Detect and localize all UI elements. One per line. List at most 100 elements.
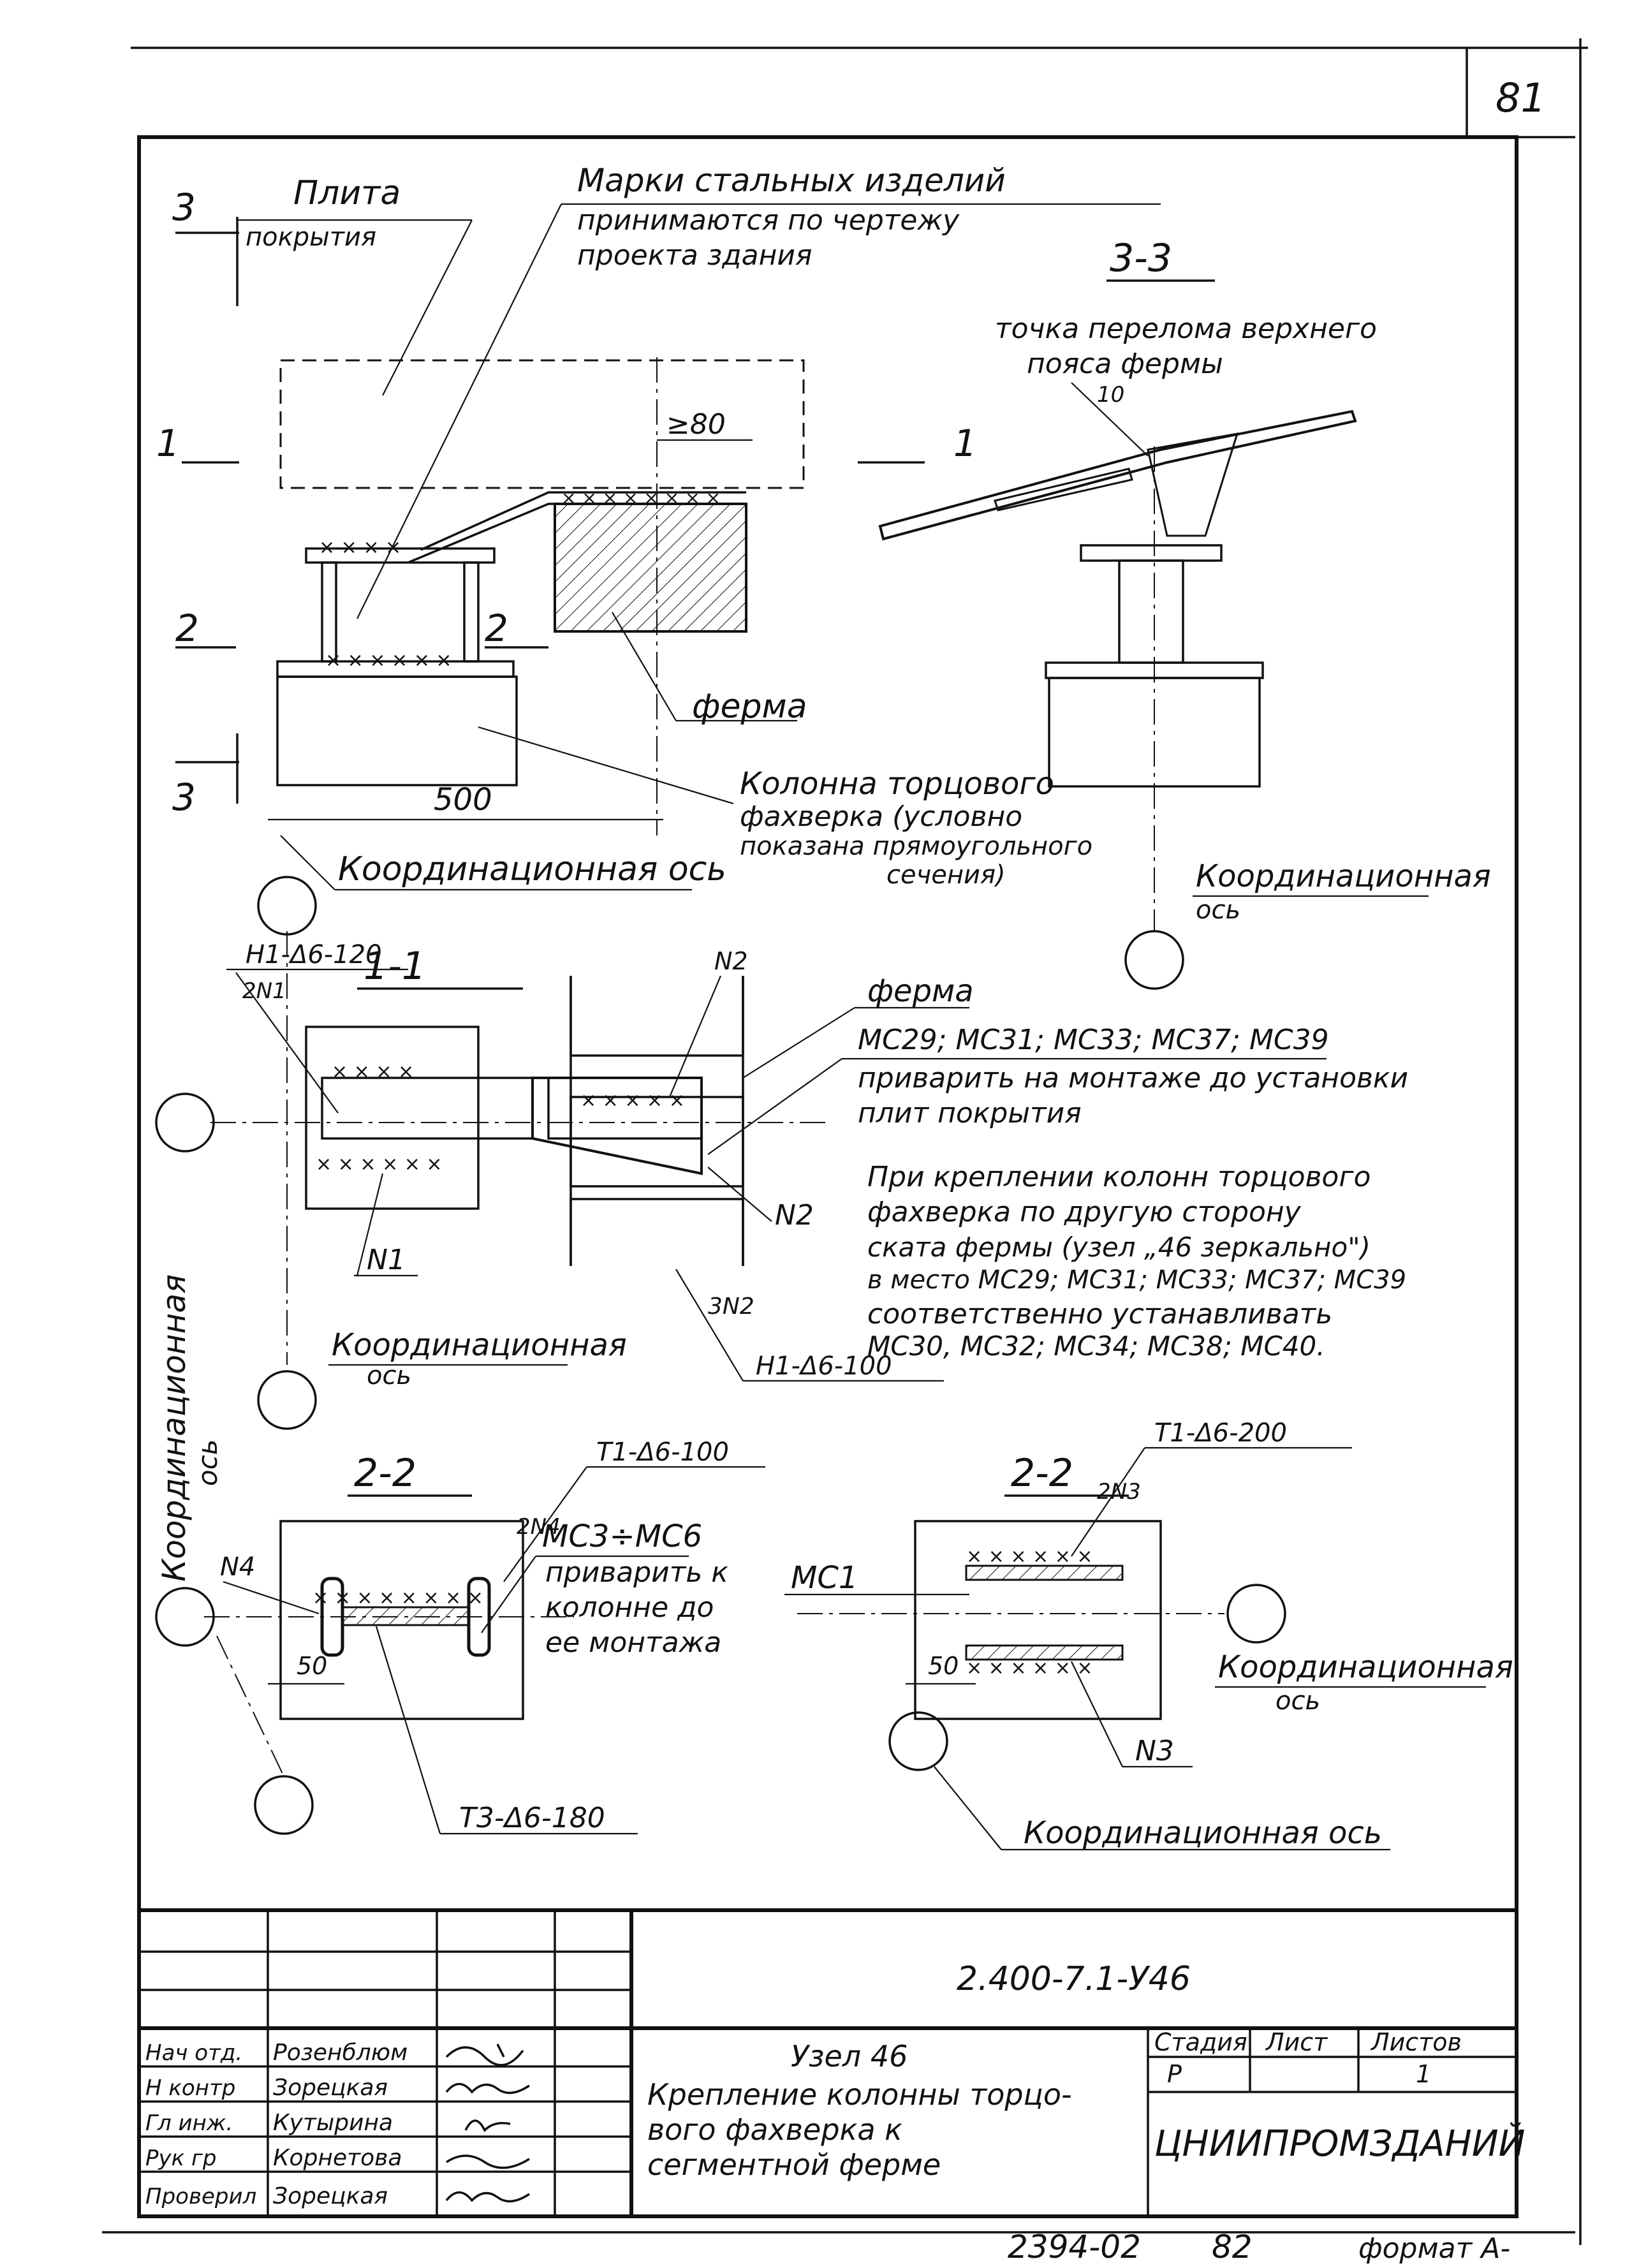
plate-leader-2	[382, 219, 473, 396]
weld-h1-100: Н1-Δ6-100	[756, 1351, 892, 1381]
mirror-note-5: соответственно устанавливать	[867, 1298, 1332, 1330]
elevation-view: × × × × × × × × × × × × × × × × × × ≥80 …	[156, 162, 1161, 936]
role-5: Проверил	[145, 2184, 256, 2209]
section-3-3: 3-3 точка перелома верхнего пояса фермы …	[878, 236, 1491, 990]
footer-num: 82	[1212, 2228, 1253, 2265]
section-11-left-plate	[305, 1026, 480, 1210]
signature-2	[445, 2082, 530, 2095]
vertical-axis-label-1: Координационная	[156, 1274, 193, 1582]
column-leg-left	[321, 561, 337, 663]
mc-range: МС3÷МС6	[542, 1519, 702, 1554]
section-11-axis-1: Координационная	[332, 1327, 627, 1363]
n4-right: 2N4	[517, 1514, 561, 1540]
section-33-leader	[1071, 382, 1149, 457]
mc-leader	[707, 1058, 842, 1155]
section-22r-title: 2-2	[1011, 1451, 1073, 1496]
section-22l-plate	[279, 1520, 524, 1720]
node-desc-3: сегментной ферме	[647, 2147, 941, 2182]
weld-h1-120: Н1-Δ6-120	[246, 940, 382, 969]
column-label-1: Колонна торцового	[740, 766, 1054, 802]
dim-80: ≥80	[666, 408, 726, 441]
section-11-title: 1-1	[364, 944, 426, 989]
node-desc-1: Крепление колонны торцо-	[647, 2077, 1072, 2112]
weld-t3-leader	[375, 1626, 441, 1834]
sheets-label: Листов	[1370, 2028, 1462, 2056]
mirror-note-1: При креплении колонн торцового	[867, 1161, 1371, 1193]
n2-right: N2	[775, 1199, 814, 1232]
role-3: Гл инж.	[145, 2110, 233, 2136]
plate-label-2: покрытия	[246, 223, 376, 252]
section-22l-title: 2-2	[354, 1451, 416, 1496]
n2-top-leader	[668, 975, 722, 1098]
footer-code: 2394-02	[1008, 2228, 1141, 2265]
weld-marks-1: × × × ×	[319, 536, 401, 559]
signature-4	[446, 2154, 530, 2169]
coord-axis-leader	[280, 835, 335, 890]
signature-5	[445, 2191, 530, 2203]
column-top-plate	[305, 547, 496, 564]
weld-t3: Т3-Δ6-180	[459, 1802, 605, 1834]
n2-right-leader	[707, 1167, 772, 1222]
name-3: Кутырина	[273, 2110, 393, 2136]
cut-2-left: 2	[175, 607, 199, 650]
truss-chord	[878, 409, 1357, 541]
section-2-2-left: 2-2 Т1-Δ6-100 × × × × × × × × N4 2N4 МС3…	[155, 1438, 765, 1835]
axis-bubble-1	[257, 876, 317, 936]
section-11-truss-label: ферма	[867, 973, 974, 1009]
axis-bubble-8	[888, 1711, 948, 1771]
role-4: Рук гр	[145, 2146, 216, 2171]
section-33-note-1: точка перелома верхнего	[995, 313, 1377, 345]
mc1-label: МС1	[791, 1560, 858, 1596]
name-4: Корнетова	[273, 2145, 402, 2171]
col-top-plate-33	[1080, 544, 1223, 562]
mc-line: МС29; МС31; МС33; МС37; МС39	[858, 1024, 1329, 1056]
truss-block	[554, 503, 747, 633]
vertical-axis-label: Координационная ось	[156, 1274, 223, 1582]
sheet-label: Лист	[1265, 2028, 1328, 2056]
cut-1-right: 1	[953, 422, 977, 465]
signature-3	[464, 2119, 511, 2132]
bar-lower	[965, 1644, 1124, 1661]
section-33-axis-2: ось	[1196, 895, 1240, 925]
section-33-dim-10: 10	[1097, 382, 1124, 408]
node-title: Узел 46	[791, 2039, 908, 2073]
weld-marks-2: × × × × × ×	[325, 649, 452, 672]
section-22l-note-1: приварить к	[545, 1556, 728, 1589]
dim-50-left: 50	[297, 1652, 327, 1680]
truss-upper	[570, 976, 744, 1057]
role-1: Нач отд.	[145, 2040, 242, 2066]
mirror-note-3: ската фермы (узел „46 зеркально")	[867, 1232, 1371, 1263]
doc-code: 2.400-7.1-У46	[957, 1960, 1191, 1998]
weld-marks-11a: × × × ×	[332, 1061, 414, 1083]
section-1-1: 1-1 Н1-Δ6-120 2N1 × × × × × × × × × × × …	[155, 931, 1408, 1430]
section-22r-plate	[914, 1520, 1162, 1720]
page-number: 81	[1496, 75, 1546, 121]
column-body	[276, 675, 518, 786]
weld-t1-200-leader	[1071, 1447, 1145, 1557]
weld-marks-22r-1: × × × × × ×	[966, 1545, 1093, 1568]
truss-label: ферма	[692, 688, 807, 726]
roof-plate-dashed	[279, 359, 805, 489]
weld-t1-200: Т1-Δ6-200	[1154, 1418, 1287, 1448]
section-33-title: 3-3	[1110, 236, 1172, 281]
n1-label: N1	[367, 1244, 406, 1276]
col-body-33	[1118, 559, 1184, 664]
weld-note-2: плит покрытия	[858, 1097, 1082, 1130]
truss-plate	[994, 468, 1133, 512]
name-1: Розенблюм	[273, 2040, 408, 2066]
name-2: Зорецкая	[273, 2075, 388, 2101]
signature-1	[445, 2043, 524, 2066]
truss-leader	[612, 612, 677, 721]
section-22l-note-2: колонне до	[545, 1591, 714, 1624]
column-label-3: показана прямоугольного	[740, 832, 1092, 861]
dim-50-right: 50	[928, 1652, 959, 1680]
mirror-note-4: в место МС29; МС31; МС33; МС37; МС39	[867, 1265, 1406, 1295]
weld-marks-11b: × × × × × ×	[316, 1153, 443, 1175]
column-label-2: фахверка (условно	[740, 800, 1022, 833]
plate-label-1: Плита	[293, 174, 401, 212]
truss-lower	[570, 1198, 744, 1266]
n4-left: N4	[220, 1552, 255, 1582]
stiffener	[1147, 432, 1239, 537]
section-11-right-plate	[570, 1096, 744, 1188]
